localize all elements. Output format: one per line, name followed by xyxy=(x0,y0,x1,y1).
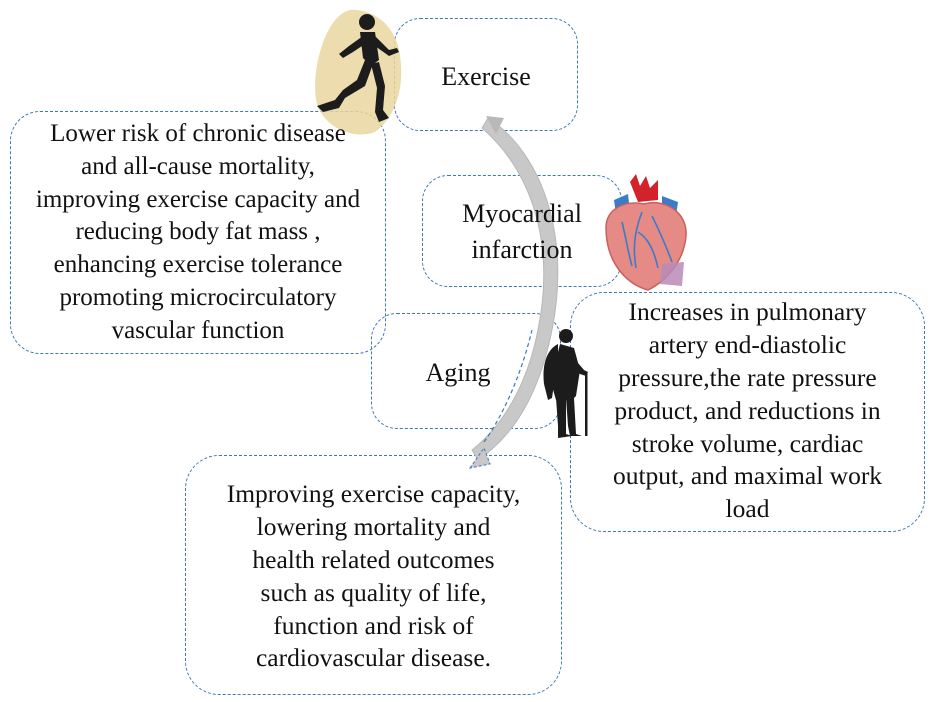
runner-icon xyxy=(315,9,402,135)
myocardial-infarction-label: Myocardial infarction xyxy=(462,199,582,265)
exercise-benefits-text: Lower risk of chronic disease and all-ca… xyxy=(35,120,361,344)
exercise-label: Exercise xyxy=(441,62,531,91)
aging-label: Aging xyxy=(425,358,491,387)
exercise-benefits-box xyxy=(10,111,386,354)
outcomes-box xyxy=(185,455,562,695)
heart-icon xyxy=(605,174,687,291)
elderly-person-icon xyxy=(543,329,588,438)
aging-effects-text: Increases in pulmonary artery end-diasto… xyxy=(612,297,883,524)
outcomes-text: Improving exercise capacity, lowering mo… xyxy=(226,479,521,673)
